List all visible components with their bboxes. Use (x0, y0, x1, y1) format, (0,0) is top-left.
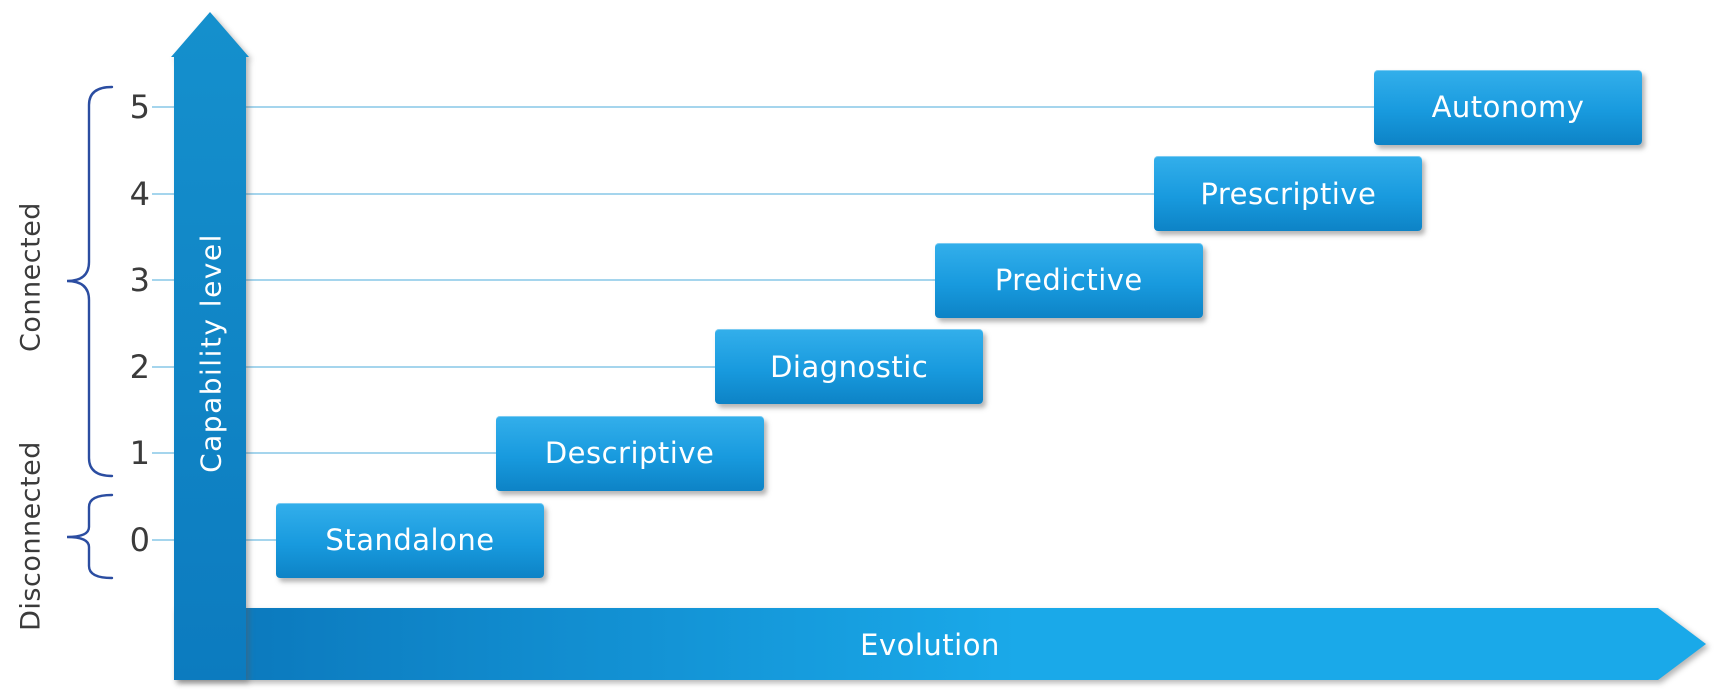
evolution-axis-arrow-shape (174, 608, 1706, 680)
capability-box-label: Predictive (994, 263, 1143, 298)
evolution-axis-arrow (174, 608, 1706, 680)
capability-box-label: Prescriptive (1200, 176, 1377, 211)
level-number-5: 5 (129, 88, 150, 126)
level-number-1: 1 (129, 434, 150, 473)
capability-axis-arrow (170, 12, 250, 680)
level-line-2 (152, 365, 716, 368)
connected-brace-icon (66, 85, 114, 478)
x-axis-label: Evolution (860, 628, 1000, 662)
level-number-4: 4 (129, 174, 150, 213)
level-number-3: 3 (129, 261, 150, 300)
group-label-connected: Connected (15, 202, 47, 352)
capability-box-autonomy: Autonomy (1374, 69, 1642, 145)
level-number-2: 2 (129, 347, 150, 386)
level-line-4 (152, 192, 1155, 195)
level-line-3 (152, 279, 935, 282)
capability-box-label: Autonomy (1431, 90, 1585, 124)
group-braces (66, 85, 114, 580)
capability-axis-arrow-shape (171, 12, 249, 680)
group-label-disconnected: Disconnected (15, 441, 47, 631)
capability-box-diagnostic: Diagnostic (715, 329, 984, 405)
capability-box-descriptive: Descriptive (495, 415, 764, 491)
level-line-5 (152, 106, 1374, 108)
y-axis-label: Capability level (194, 233, 228, 473)
disconnected-brace-icon (66, 493, 114, 580)
capability-box-predictive: Predictive (934, 242, 1203, 318)
level-number-0: 0 (129, 521, 150, 559)
capability-box-prescriptive: Prescriptive (1154, 156, 1423, 232)
capability-box-standalone: Standalone (276, 502, 544, 578)
capability-box-label: Diagnostic (770, 349, 929, 384)
level-line-1 (152, 452, 496, 455)
capability-box-label: Standalone (325, 523, 495, 557)
capability-box-label: Descriptive (544, 436, 715, 471)
